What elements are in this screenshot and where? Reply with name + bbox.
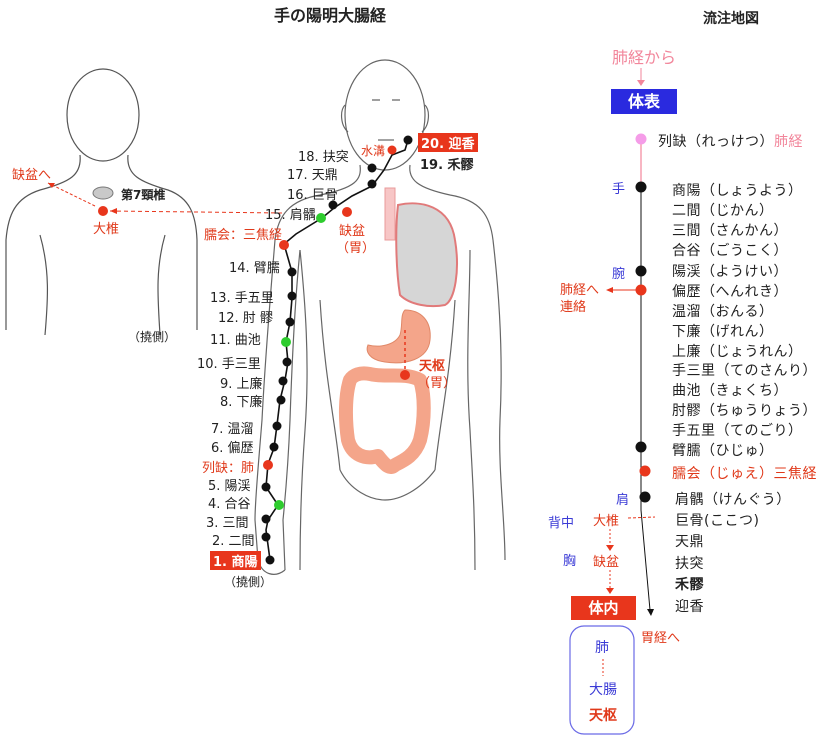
point-onru-label: 7. 温溜 <box>211 422 254 437</box>
flow-inner-tensuu: 天枢 <box>589 708 617 724</box>
flow-point-12: 手五里（てのごり） <box>672 423 803 439</box>
flow-point-2: 三間（さんかん） <box>672 223 788 239</box>
flow-to-stomach: 胃経へ <box>641 631 681 646</box>
flow-upper-3: 扶突 <box>675 556 704 572</box>
ketsubon-sub-label: （胃） <box>336 241 376 256</box>
flow-point-0: 商陽（しょうよう） <box>672 183 803 199</box>
point-jue-label: 臑会：三焦経 <box>204 228 283 243</box>
flow-map <box>569 68 656 735</box>
point-geikou-label: 20. 迎香 <box>418 133 478 152</box>
flow-title: 流注地図 <box>703 11 759 27</box>
point-retsuketsu-label: 列缺：肺 <box>202 461 255 476</box>
point-henreki-label: 6. 偏歴 <box>211 441 254 456</box>
flow-chest-label: 胸 <box>563 554 577 569</box>
ketsubon-label: 缺盆 <box>339 224 366 239</box>
flow-point-9: 手三里（てのさんり） <box>672 363 817 379</box>
back-to-ketsubon-arrow <box>47 182 96 207</box>
flow-point-6: 温溜（おんる） <box>672 304 774 320</box>
flow-hand-label: 手 <box>612 182 626 197</box>
flow-upper-1: 巨骨(ここつ) <box>675 513 760 529</box>
daitsui-arrowhead <box>110 208 117 214</box>
trachea <box>384 187 396 241</box>
point-futotsu-label: 18. 扶突 <box>298 150 349 165</box>
flow-upper-0: 肩髃（けんぐう） <box>675 492 791 508</box>
point-hiju-label: 14. 臂臑 <box>229 261 280 276</box>
point-kengu-label: 15. 肩髃 <box>265 208 316 223</box>
flow-daitsui-label: 大椎 <box>593 514 620 529</box>
vertebra-label: 第7頸椎 <box>121 188 166 202</box>
flow-back-label: 背中 <box>548 516 575 531</box>
point-shouyou-label: 1. 商陽 <box>210 551 261 570</box>
flow-from-lung: 肺経から <box>612 48 677 67</box>
lung <box>395 202 458 308</box>
flow-point-7: 下廉（げれん） <box>672 324 774 340</box>
flow-retsuketsu-meridian: 肺経 <box>774 134 803 150</box>
flow-jue: 臑会（じゅえ）三焦経 <box>672 466 817 482</box>
flow-upper-5: 迎香 <box>675 599 704 615</box>
page-title: 手の陽明大腸経 <box>274 6 387 25</box>
vertebra-mark <box>92 186 114 200</box>
flow-wrist-label: 腕 <box>612 267 626 282</box>
point-kyokuchi-label: 11. 曲池 <box>210 333 261 348</box>
flow-shoulder-label: 肩 <box>616 493 630 508</box>
large-intestine <box>338 366 431 474</box>
flow-lung-connect-1: 肺経へ <box>560 283 600 298</box>
point-youkei-label: 5. 陽渓 <box>208 479 251 494</box>
point-churyou-label: 12. 肘 髎 <box>218 311 273 326</box>
flow-point-5: 偏歴（へんれき） <box>672 284 788 300</box>
flow-point-11: 肘髎（ちゅうりょう） <box>672 403 817 419</box>
point-jouren-label: 9. 上廉 <box>220 377 263 392</box>
point-goukoku-label: 4. 合谷 <box>208 497 251 512</box>
point-tesanri-label: 10. 手三里 <box>197 357 261 372</box>
flow-point-3: 合谷（ごうこく） <box>672 243 788 259</box>
daitsui-back-label: 大椎 <box>93 222 120 237</box>
flow-inner-intestine: 大腸 <box>589 682 617 698</box>
flow-upper-2: 天鼎 <box>675 534 704 550</box>
flow-point-1: 二間（じかん） <box>672 203 774 219</box>
tensuu-sub-label: （胃） <box>417 376 457 391</box>
flow-retsuketsu: 列缺（れっけつ）肺経 <box>658 131 803 151</box>
flow-tainai-box: 体内 <box>571 596 636 620</box>
point-suikou-label: 水溝 <box>361 144 386 158</box>
back-figure <box>5 68 198 336</box>
point-tegori-label: 13. 手五里 <box>210 291 274 306</box>
point-tentei-label: 17. 天鼎 <box>287 168 338 183</box>
hand-side-label: （撓側） <box>224 575 273 589</box>
flow-point-13: 臂臑（ひじゅ） <box>672 443 774 459</box>
front-figure <box>274 59 506 571</box>
point-kokotsu-label: 16. 巨骨 <box>287 188 338 203</box>
flow-retsuketsu-name: 列缺（れっけつ） <box>658 134 774 150</box>
point-nikan-label: 2. 二間 <box>212 534 255 549</box>
back-to-ketsubon-label: 缺盆へ <box>12 168 52 183</box>
point-geren-label: 8. 下廉 <box>220 395 263 410</box>
flow-point-8: 上廉（じょうれん） <box>672 344 803 360</box>
stomach <box>366 309 431 364</box>
daitsui-connector <box>109 210 284 214</box>
flow-inner-lung: 肺 <box>595 640 609 656</box>
daitsui-back-dot <box>98 206 108 216</box>
flow-upper-4: 禾髎 <box>675 577 704 593</box>
point-sankan-label: 3. 三間 <box>206 516 249 531</box>
back-arrowhead <box>48 183 55 188</box>
flow-point-10: 曲池（きょくち） <box>672 383 788 399</box>
flow-ketsubon-label: 缺盆 <box>593 555 620 570</box>
flow-taihyou-box: 体表 <box>611 89 677 114</box>
flow-point-4: 陽渓（ようけい） <box>672 264 788 280</box>
flow-lung-connect-2: 連絡 <box>560 300 587 315</box>
point-karyou-label: 19. 禾髎 <box>420 158 474 173</box>
back-side-label: （撓側） <box>128 330 177 344</box>
tensuu-label: 天枢 <box>419 359 446 374</box>
acupoint-dots <box>261 135 413 565</box>
